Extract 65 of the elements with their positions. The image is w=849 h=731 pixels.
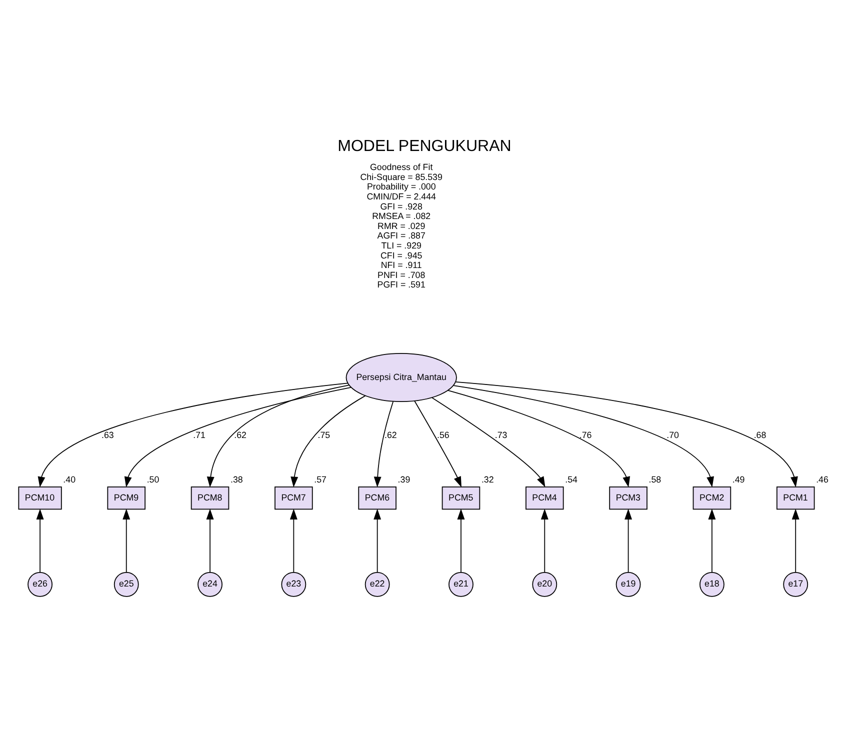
label: Probability = .000 (366, 182, 436, 192)
arrow (374, 401, 394, 488)
node-label: .32 (481, 474, 494, 485)
label: PGFI = .591 (377, 280, 426, 290)
arrow (792, 508, 800, 573)
edge-label: .63 (102, 430, 114, 440)
node-circle: e24 (198, 572, 222, 597)
node-label: .54 (565, 474, 578, 485)
node-circle: e26 (28, 572, 52, 597)
arrow (290, 508, 298, 573)
arrow (290, 395, 366, 488)
edge-label: .71 (193, 430, 206, 440)
node-label: .57 (314, 474, 326, 485)
label: AGFI = .887 (377, 230, 426, 241)
edge-label: .62 (234, 430, 246, 440)
arrow (432, 397, 546, 488)
label: Chi-Square = 85.539 (360, 172, 442, 182)
arrow (624, 508, 632, 573)
node-label: .46 (816, 474, 828, 485)
label: TLI = .929 (381, 240, 422, 250)
label: CFI = .945 (380, 250, 422, 260)
node-circle: e25 (114, 572, 139, 597)
arrow (457, 508, 465, 573)
node-circle: e21 (448, 572, 474, 597)
arrow (540, 508, 548, 573)
label: PNFI = .708 (378, 270, 426, 280)
label: Goodness of Fit (370, 162, 433, 172)
node-label: .38 (230, 474, 243, 485)
node-label: .50 (146, 474, 160, 485)
node-ellipse: Persepsi Citra_Mantau (346, 353, 457, 402)
edge-label: .75 (318, 430, 330, 440)
arrow (414, 400, 462, 488)
edge-label: .56 (437, 430, 450, 440)
arrow (122, 508, 130, 573)
arrow (36, 508, 44, 573)
arrow (455, 381, 798, 488)
node-circle: e18 (699, 572, 724, 597)
arrow (708, 508, 716, 573)
node-circle: e22 (364, 572, 390, 597)
diagram-title: MODEL PENGUKURAN (338, 138, 512, 155)
edge-label: .68 (754, 430, 766, 440)
label: RMSEA = .082 (372, 211, 431, 222)
label: RMR = .029 (378, 220, 426, 231)
arrow (448, 390, 630, 488)
arrow (124, 387, 352, 488)
node-circle: e17 (783, 572, 808, 597)
node-circle: e19 (616, 572, 641, 597)
arrow (38, 382, 348, 488)
arrow (206, 384, 350, 488)
label: NFI = .911 (380, 260, 422, 270)
arrow (453, 385, 714, 488)
label: CMIN/DF = 2.444 (366, 192, 436, 202)
label: GFI = .928 (380, 201, 422, 212)
arrow (374, 508, 382, 573)
edge-label: .73 (494, 430, 508, 440)
node-label: .58 (648, 474, 662, 485)
node-label: .49 (732, 474, 745, 485)
arrow (206, 508, 214, 573)
edge-label: .62 (384, 430, 397, 440)
node-circle: e20 (532, 572, 558, 597)
node-circle: e23 (281, 572, 306, 597)
edge-label: .76 (579, 430, 592, 440)
node-label: .39 (398, 474, 410, 485)
edge-label: .70 (666, 430, 679, 440)
node-label: .40 (63, 474, 76, 485)
